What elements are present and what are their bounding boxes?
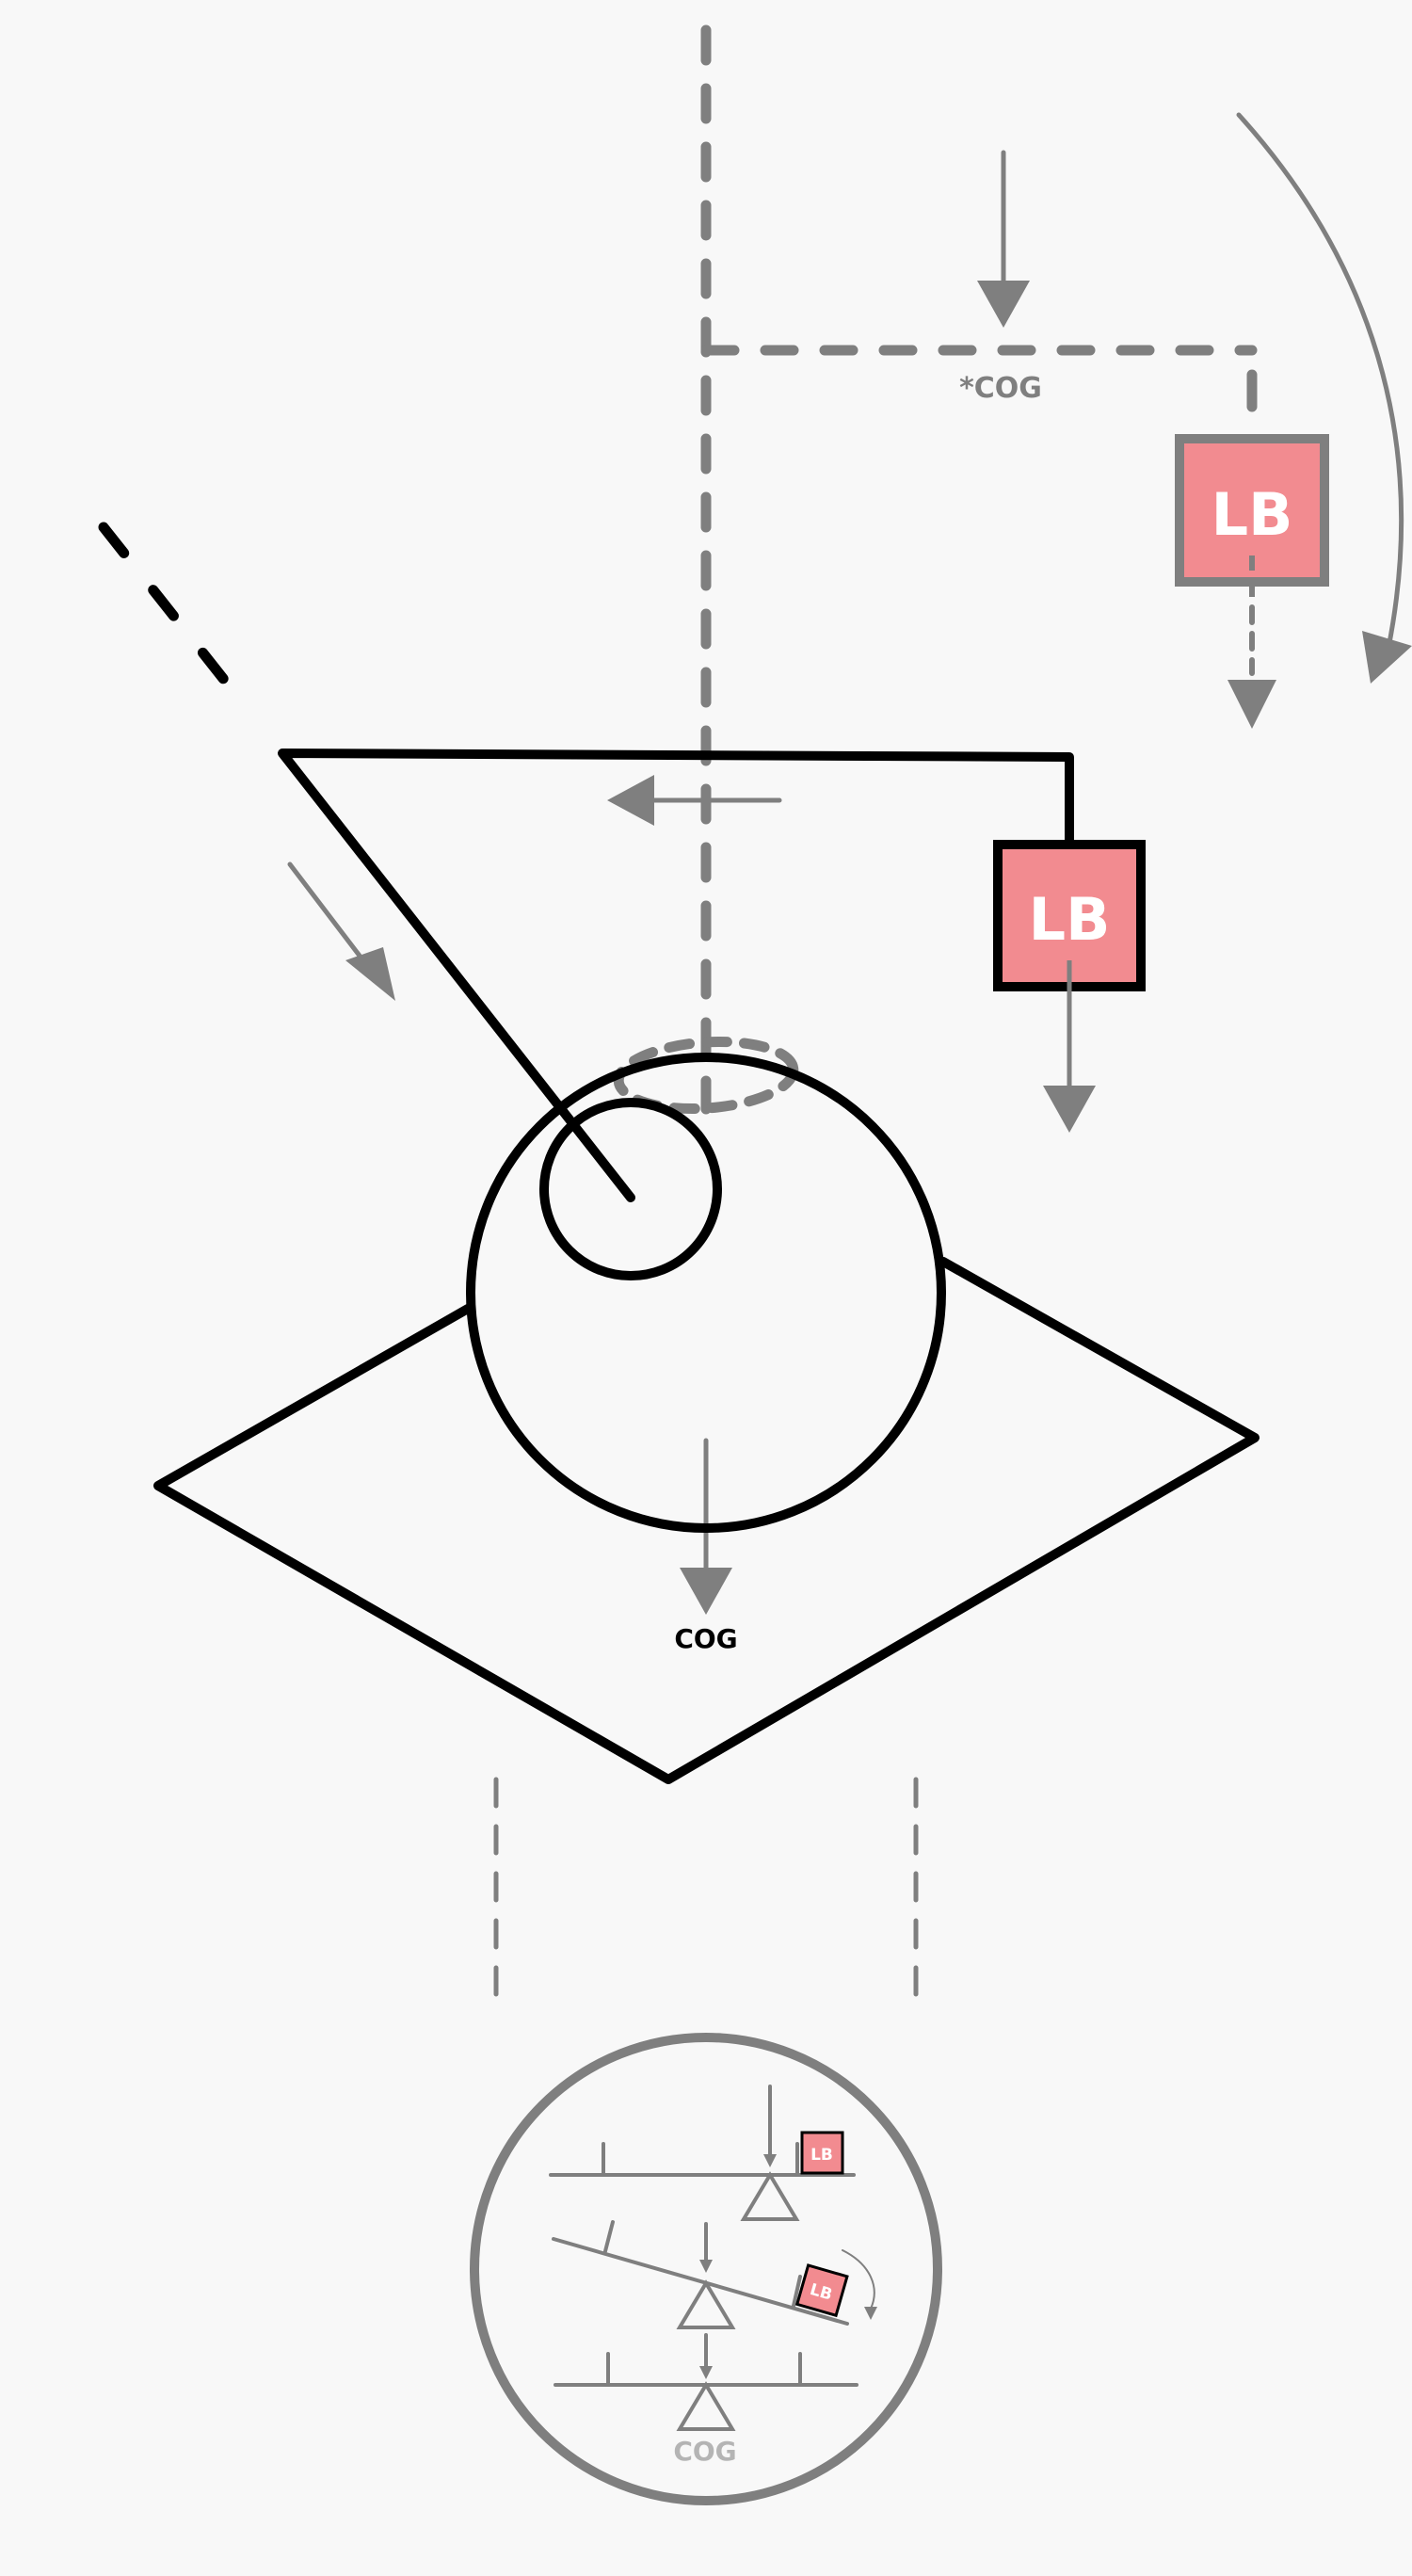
hypothetical-cog-label: *COG bbox=[959, 372, 1042, 405]
small-pivot-circle bbox=[539, 1098, 722, 1280]
triangle-arrowhead-icon bbox=[1043, 1086, 1096, 1133]
inset-peg-tilted-left bbox=[603, 2220, 615, 2253]
triangle-fulcrum-icon bbox=[740, 2171, 800, 2221]
main-weight-label: LB bbox=[1029, 885, 1111, 954]
triangle-fulcrum-icon bbox=[676, 2279, 736, 2329]
inset-weight-top-label: LB bbox=[810, 2146, 833, 2165]
triangle-arrowhead-icon bbox=[977, 281, 1030, 328]
triangle-arrowhead-icon bbox=[680, 1568, 732, 1615]
inset-frame-circle bbox=[470, 2033, 942, 2505]
triangle-fulcrum-icon bbox=[676, 2381, 736, 2431]
base-rhombus-left bbox=[153, 1257, 1260, 1784]
triangle-arrowhead-icon bbox=[763, 2154, 777, 2167]
inset-weight-tilted-box bbox=[794, 2263, 849, 2318]
main-cog-label: COG bbox=[674, 1623, 737, 1654]
inset-beam-tilted bbox=[552, 2237, 849, 2326]
triangle-arrowhead-icon bbox=[864, 2307, 877, 2320]
inset-rotation-arc bbox=[842, 2249, 875, 2310]
large-body-circle bbox=[466, 1053, 946, 1533]
inset-weight-top-box bbox=[800, 2131, 844, 2175]
triangle-arrowhead-icon bbox=[1362, 631, 1412, 684]
triangle-arrowhead-icon bbox=[345, 947, 395, 1001]
triangle-arrowhead-icon bbox=[1227, 680, 1276, 729]
diagonal-dashed-extension bbox=[98, 522, 255, 717]
hypothetical-weight-block: LB bbox=[1175, 434, 1329, 603]
rotation-arc-line bbox=[1236, 112, 1404, 651]
inset-peg-tilted-right bbox=[792, 2275, 802, 2308]
main-weight-block: LB bbox=[993, 840, 1146, 1092]
hypothetical-weight-label: LB bbox=[1211, 480, 1293, 549]
force-arrow-shaft bbox=[287, 861, 368, 966]
triangle-arrowhead-icon bbox=[699, 2260, 713, 2273]
triangle-arrowhead-icon bbox=[607, 775, 654, 826]
arrowheads bbox=[345, 281, 1412, 1615]
lever-arm-line bbox=[278, 749, 1074, 1202]
triangle-arrowhead-icon bbox=[699, 2366, 713, 2379]
main-figure bbox=[153, 749, 1260, 1784]
inset-cog-label: COG bbox=[673, 2436, 736, 2467]
seesaw-inset: LB LB COG bbox=[470, 2033, 942, 2505]
